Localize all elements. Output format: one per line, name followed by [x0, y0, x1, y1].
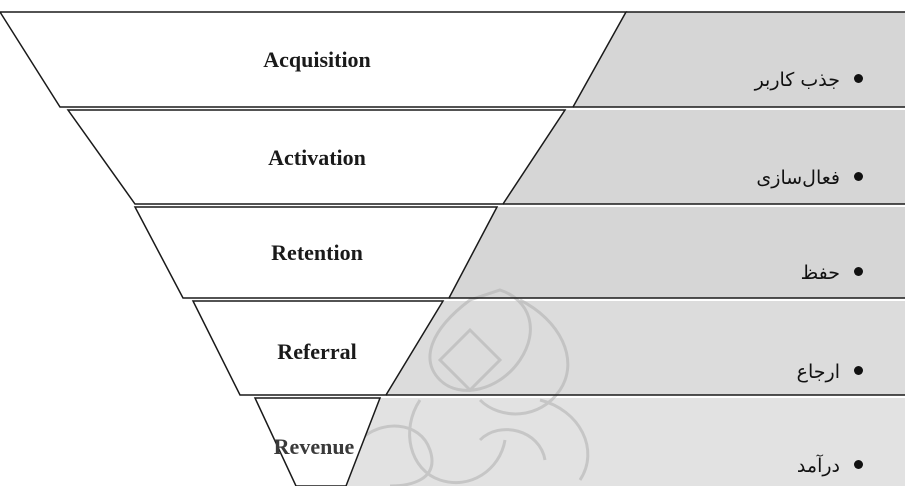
persian-item-label: ارجاع — [796, 361, 840, 383]
stage-label-activation: Activation — [268, 145, 366, 170]
bullet-icon — [854, 366, 863, 375]
watermark-emblem — [358, 288, 590, 486]
stage-label-acquisition: Acquisition — [263, 47, 371, 72]
panel-band-1 — [573, 12, 905, 107]
funnel-stage-5 — [253, 397, 382, 486]
panel-band-4 — [386, 301, 905, 395]
persian-item-referral: ارجاع — [797, 361, 863, 383]
stage-label-retention: Retention — [271, 240, 363, 265]
stage-label-referral: Referral — [277, 339, 357, 364]
bullet-icon — [854, 460, 863, 469]
panel-band-2 — [503, 110, 905, 204]
persian-item-label: درآمد — [796, 455, 840, 477]
stage-label-revenue: Revenue — [273, 434, 355, 459]
persian-item-label: فعال‌سازی — [756, 167, 840, 189]
persian-item-activation: فعال‌سازی — [756, 167, 863, 189]
panel-band-5 — [325, 398, 905, 486]
bullet-icon — [854, 172, 863, 181]
persian-item-label: حفظ — [800, 262, 840, 284]
bullet-icon — [854, 267, 863, 276]
bullet-icon — [854, 74, 863, 83]
persian-item-revenue: درآمد — [797, 455, 863, 477]
persian-item-retention: حفظ — [801, 262, 863, 284]
panel-band-3 — [449, 207, 905, 298]
persian-item-label: جذب کاربر — [754, 69, 840, 91]
persian-item-acquisition: جذب کاربر — [755, 69, 863, 91]
